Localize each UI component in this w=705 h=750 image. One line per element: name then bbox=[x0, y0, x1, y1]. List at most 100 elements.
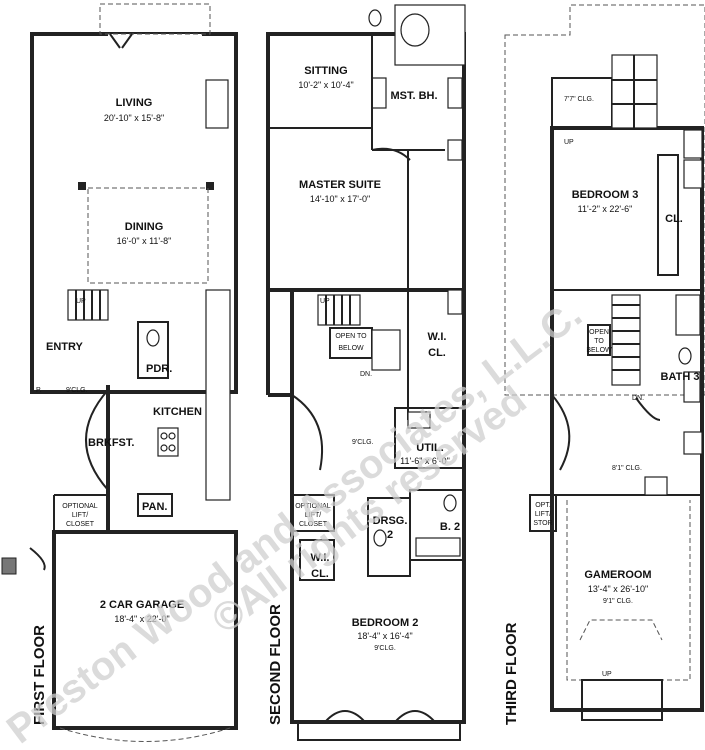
powder-room-label: PDR. bbox=[146, 363, 172, 375]
vanity bbox=[447, 77, 463, 109]
door-swing[interactable] bbox=[324, 710, 436, 723]
third-floor-balcony bbox=[581, 679, 663, 721]
garage-side-door[interactable] bbox=[29, 547, 46, 571]
kitchen-counter bbox=[205, 289, 231, 501]
dressing-line2: 2 bbox=[387, 529, 393, 541]
second-lift-line3: CLOSET bbox=[299, 521, 328, 528]
labels: LIVING 20'-10" x 15'-8" DINING 16'-0" x … bbox=[31, 65, 699, 725]
dining-area-outline bbox=[87, 187, 209, 284]
porch-label: P. bbox=[36, 387, 42, 394]
column bbox=[206, 182, 214, 190]
breakfast-label: BRKFST. bbox=[88, 437, 134, 449]
breakfast-bay-window bbox=[85, 389, 109, 491]
bedroom-3-name: BEDROOM 3 bbox=[572, 189, 639, 201]
front-porch-outline bbox=[99, 3, 211, 35]
garage-dims: 18'-4" x 22'-0" bbox=[114, 614, 169, 624]
pantry-wall bbox=[137, 493, 173, 517]
pantry-label: PAN. bbox=[142, 501, 167, 513]
second-lift-line2: LIFT/ bbox=[305, 512, 321, 519]
walk-in-closet-2-line1: W.I. bbox=[311, 552, 330, 564]
stair-down bbox=[371, 329, 401, 371]
third-open-line2: TO bbox=[594, 338, 604, 345]
walk-in-closet-line1: W.I. bbox=[428, 331, 447, 343]
utility-name: UTIL. bbox=[416, 442, 444, 454]
lift-closet-wall bbox=[291, 494, 335, 532]
washer bbox=[407, 411, 431, 429]
porch-ceiling-label: 9'CLG. bbox=[66, 387, 88, 394]
bedroom-2-ceiling: 9'CLG. bbox=[374, 645, 396, 652]
open-to-below-area bbox=[587, 324, 611, 356]
garage-door[interactable] bbox=[59, 727, 231, 742]
entry-label: ENTRY bbox=[46, 341, 84, 353]
second-floor-up-label: UP bbox=[320, 298, 330, 305]
third-lift-line3: STOR bbox=[533, 520, 552, 527]
sitting-name: SITTING bbox=[304, 65, 347, 77]
gameroom-dims: 13'-4" x 26'-10" bbox=[588, 584, 648, 594]
first-floor bbox=[1, 3, 238, 742]
third-floor-title: THIRD FLOOR bbox=[503, 622, 520, 725]
first-floor-house-wall bbox=[30, 32, 238, 394]
third-open-line3: BELOW bbox=[586, 347, 612, 354]
second-open-line2: BELOW bbox=[338, 345, 364, 352]
third-floor-ceiling-label: 8'1" CLG. bbox=[612, 465, 642, 472]
third-floor-roof-outline bbox=[504, 4, 705, 396]
toilet bbox=[373, 529, 387, 547]
bathtub bbox=[675, 294, 701, 336]
walk-in-closet-2-wall bbox=[299, 539, 335, 581]
first-floor-title: FIRST FLOOR bbox=[31, 625, 48, 725]
attic-space-wall bbox=[551, 77, 613, 129]
toilet bbox=[368, 9, 382, 27]
sitting-dims: 10'-2" x 10'-4" bbox=[298, 80, 353, 90]
bedroom-3-dims: 11'-2" x 22'-6" bbox=[578, 204, 633, 214]
walk-in-closet-line2: CL. bbox=[428, 347, 446, 359]
second-floor bbox=[266, 4, 466, 741]
second-floor-title: SECOND FLOOR bbox=[267, 604, 284, 725]
toilet bbox=[146, 329, 160, 347]
utility-room-wall bbox=[394, 407, 464, 469]
bedroom-2-name: BEDROOM 2 bbox=[352, 617, 419, 629]
fireplace bbox=[205, 79, 229, 129]
second-floor-dn-label: DN. bbox=[360, 371, 372, 378]
utility-dims: 11'-6" x 6'-0" bbox=[400, 456, 450, 466]
third-open-line1: OPEN bbox=[589, 329, 609, 336]
first-floor-up-label: UP bbox=[76, 298, 86, 305]
closet-wall bbox=[657, 154, 679, 276]
first-lift-line1: OPTIONAL bbox=[62, 503, 98, 510]
living-dims: 20'-10" x 15'-8" bbox=[104, 113, 164, 123]
second-open-line1: OPEN TO bbox=[335, 333, 367, 340]
master-suite-name: MASTER SUITE bbox=[299, 179, 381, 191]
bath-2-label: B. 2 bbox=[440, 521, 460, 533]
second-floor-ceiling-label: 9'CLG. bbox=[352, 439, 374, 446]
master-suite-dims: 14'-10" x 17'-0" bbox=[310, 194, 370, 204]
door-swing[interactable] bbox=[371, 147, 411, 161]
kitchen-label: KITCHEN bbox=[153, 406, 202, 418]
walk-in-closet-2-line2: CL. bbox=[311, 568, 329, 580]
third-floor-up-label: UP bbox=[564, 139, 574, 146]
bath-2-wall bbox=[409, 489, 465, 561]
master-bath-label: MST. BH. bbox=[390, 90, 437, 102]
bay-window bbox=[297, 722, 461, 741]
door-swing[interactable] bbox=[291, 394, 324, 471]
door-swing[interactable] bbox=[635, 397, 661, 421]
third-floor bbox=[504, 4, 705, 721]
gameroom-ceiling: 9'1" CLG. bbox=[603, 598, 633, 605]
bedroom-2-dims: 18'-4" x 16'-4" bbox=[357, 631, 412, 641]
dining-name: DINING bbox=[125, 221, 164, 233]
third-floor-up2-label: UP bbox=[602, 671, 612, 678]
lift-storage-wall bbox=[529, 494, 557, 532]
watermark-line2: ©All rights reserved bbox=[204, 378, 535, 642]
second-lift-line1: OPTIONAL bbox=[295, 503, 331, 510]
door-swing[interactable] bbox=[551, 394, 571, 471]
first-lift-line2: LIFT/ bbox=[72, 512, 88, 519]
dressing-line1: DRSG. bbox=[373, 515, 408, 527]
first-lift-line3: CLOSET bbox=[66, 521, 95, 528]
front-door[interactable] bbox=[109, 33, 133, 49]
dining-dims: 16'-0" x 11'-8" bbox=[117, 236, 172, 246]
garage-name: 2 CAR GARAGE bbox=[100, 599, 184, 611]
stair bbox=[611, 294, 641, 386]
bath-3-label: BATH 3 bbox=[661, 371, 700, 383]
toilet bbox=[443, 494, 457, 512]
vanity bbox=[371, 77, 387, 109]
bathtub bbox=[415, 537, 461, 557]
